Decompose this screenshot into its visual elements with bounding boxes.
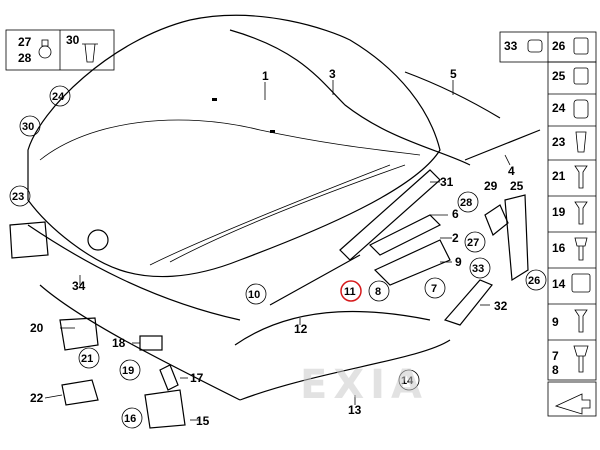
screw-27-icon bbox=[38, 45, 52, 59]
screw-9-icon bbox=[574, 309, 588, 333]
part-17 bbox=[159, 364, 179, 391]
box-label-30: 30 bbox=[66, 33, 80, 47]
label-5: 5 bbox=[450, 67, 457, 81]
label-34: 34 bbox=[72, 279, 86, 293]
part-22 bbox=[61, 379, 99, 406]
label-4: 4 bbox=[508, 164, 515, 178]
circle-label-24: 24 bbox=[52, 91, 65, 103]
right-parts-column: 33 26 25 24 23 21 19 16 14 11 9 7 8 bbox=[499, 31, 597, 417]
next-page-arrow-box bbox=[547, 381, 597, 417]
arrow-icon bbox=[554, 393, 591, 415]
seal-4 bbox=[464, 129, 541, 161]
label-2: 2 bbox=[452, 231, 459, 245]
right-row-label-16: 16 bbox=[552, 241, 566, 255]
right-top-label-33: 33 bbox=[504, 39, 518, 53]
circle-label-28: 28 bbox=[460, 197, 472, 209]
right-row-label-19: 19 bbox=[552, 205, 566, 219]
label-9: 9 bbox=[455, 255, 462, 269]
circle-label-30: 30 bbox=[22, 121, 34, 133]
emblem-icon bbox=[87, 229, 109, 251]
plain-labels: 1 2 3 4 5 6 9 12 13 15 17 18 20 22 25 29… bbox=[30, 67, 524, 428]
screw-19-icon bbox=[574, 201, 588, 225]
part-6 bbox=[368, 214, 442, 256]
circle-label-14: 14 bbox=[401, 375, 414, 387]
lock-20 bbox=[59, 317, 99, 351]
circled-labels: 24 30 23 10 11 8 7 28 27 33 26 19 21 14 … bbox=[9, 85, 547, 429]
label-1: 1 bbox=[262, 69, 269, 83]
grommet-23-icon bbox=[575, 131, 587, 153]
label-18: 18 bbox=[112, 336, 126, 350]
clip-14-icon bbox=[571, 273, 591, 293]
top-left-parts-box: 27 28 30 bbox=[5, 29, 115, 71]
label-20: 20 bbox=[30, 321, 44, 335]
label-6: 6 bbox=[452, 207, 459, 221]
circle-label-8: 8 bbox=[375, 286, 381, 298]
label-22: 22 bbox=[30, 391, 44, 405]
circle-label-26: 26 bbox=[528, 275, 540, 287]
gas-strut bbox=[269, 254, 361, 306]
label-13: 13 bbox=[348, 403, 362, 417]
part-18 bbox=[139, 335, 163, 351]
part-2 bbox=[373, 239, 451, 286]
right-row-label-14: 14 bbox=[552, 277, 566, 291]
label-32: 32 bbox=[494, 299, 508, 313]
right-row-label-9: 9 bbox=[552, 315, 559, 329]
seal-strip-34 bbox=[27, 224, 241, 321]
box-label-28: 28 bbox=[18, 51, 32, 65]
label-12: 12 bbox=[294, 322, 308, 336]
circle-label-7: 7 bbox=[431, 283, 437, 295]
label-15: 15 bbox=[196, 414, 210, 428]
label-3: 3 bbox=[329, 67, 336, 81]
label-29: 29 bbox=[484, 179, 498, 193]
cable-left bbox=[39, 284, 241, 401]
highlight-circle-11 bbox=[340, 280, 362, 302]
watermark: EXIA bbox=[300, 362, 428, 408]
clip-24-icon bbox=[573, 99, 589, 119]
seal-3 bbox=[229, 29, 471, 166]
leader-lines bbox=[44, 80, 511, 421]
bracket-32 bbox=[443, 279, 493, 326]
circle-label-21: 21 bbox=[81, 353, 93, 365]
cable-12 bbox=[234, 310, 431, 346]
circle-label-33: 33 bbox=[472, 263, 484, 275]
label-31: 31 bbox=[440, 175, 454, 189]
right-row-label-21: 21 bbox=[552, 169, 566, 183]
nut-16-icon bbox=[574, 237, 588, 261]
bolt-7-8-icon bbox=[573, 345, 589, 373]
bracket-31 bbox=[339, 169, 441, 261]
label-25: 25 bbox=[510, 179, 524, 193]
clip-26-icon bbox=[573, 37, 589, 55]
circle-label-16: 16 bbox=[124, 413, 136, 425]
hinge-23 bbox=[9, 221, 49, 259]
circle-label-10: 10 bbox=[248, 289, 260, 301]
circle-label-23: 23 bbox=[12, 191, 24, 203]
right-row-label-7: 7 bbox=[552, 349, 559, 363]
clip-33-icon bbox=[527, 39, 543, 53]
screw-21-icon bbox=[574, 165, 588, 189]
label-17: 17 bbox=[190, 371, 204, 385]
circle-label-19: 19 bbox=[122, 365, 134, 377]
bracket-15 bbox=[144, 389, 186, 429]
hood-panel bbox=[27, 14, 441, 278]
circle-label-27: 27 bbox=[467, 237, 479, 249]
cable-13 bbox=[239, 339, 451, 401]
clip-30-icon bbox=[82, 43, 98, 63]
right-column-rows: 25 24 23 21 19 16 14 11 9 7 8 bbox=[548, 67, 596, 377]
clip-25-icon bbox=[573, 67, 589, 85]
box-label-27: 27 bbox=[18, 35, 32, 49]
part-29 bbox=[484, 204, 509, 236]
seal-5 bbox=[404, 71, 501, 119]
hinge-25 bbox=[504, 194, 529, 282]
right-row-label-23: 23 bbox=[552, 135, 566, 149]
right-row-label-25: 25 bbox=[552, 69, 566, 83]
right-row-label-24: 24 bbox=[552, 101, 566, 115]
right-top-label-26: 26 bbox=[552, 39, 566, 53]
right-row-label-8: 8 bbox=[552, 363, 559, 377]
circle-label-11: 11 bbox=[344, 286, 356, 298]
